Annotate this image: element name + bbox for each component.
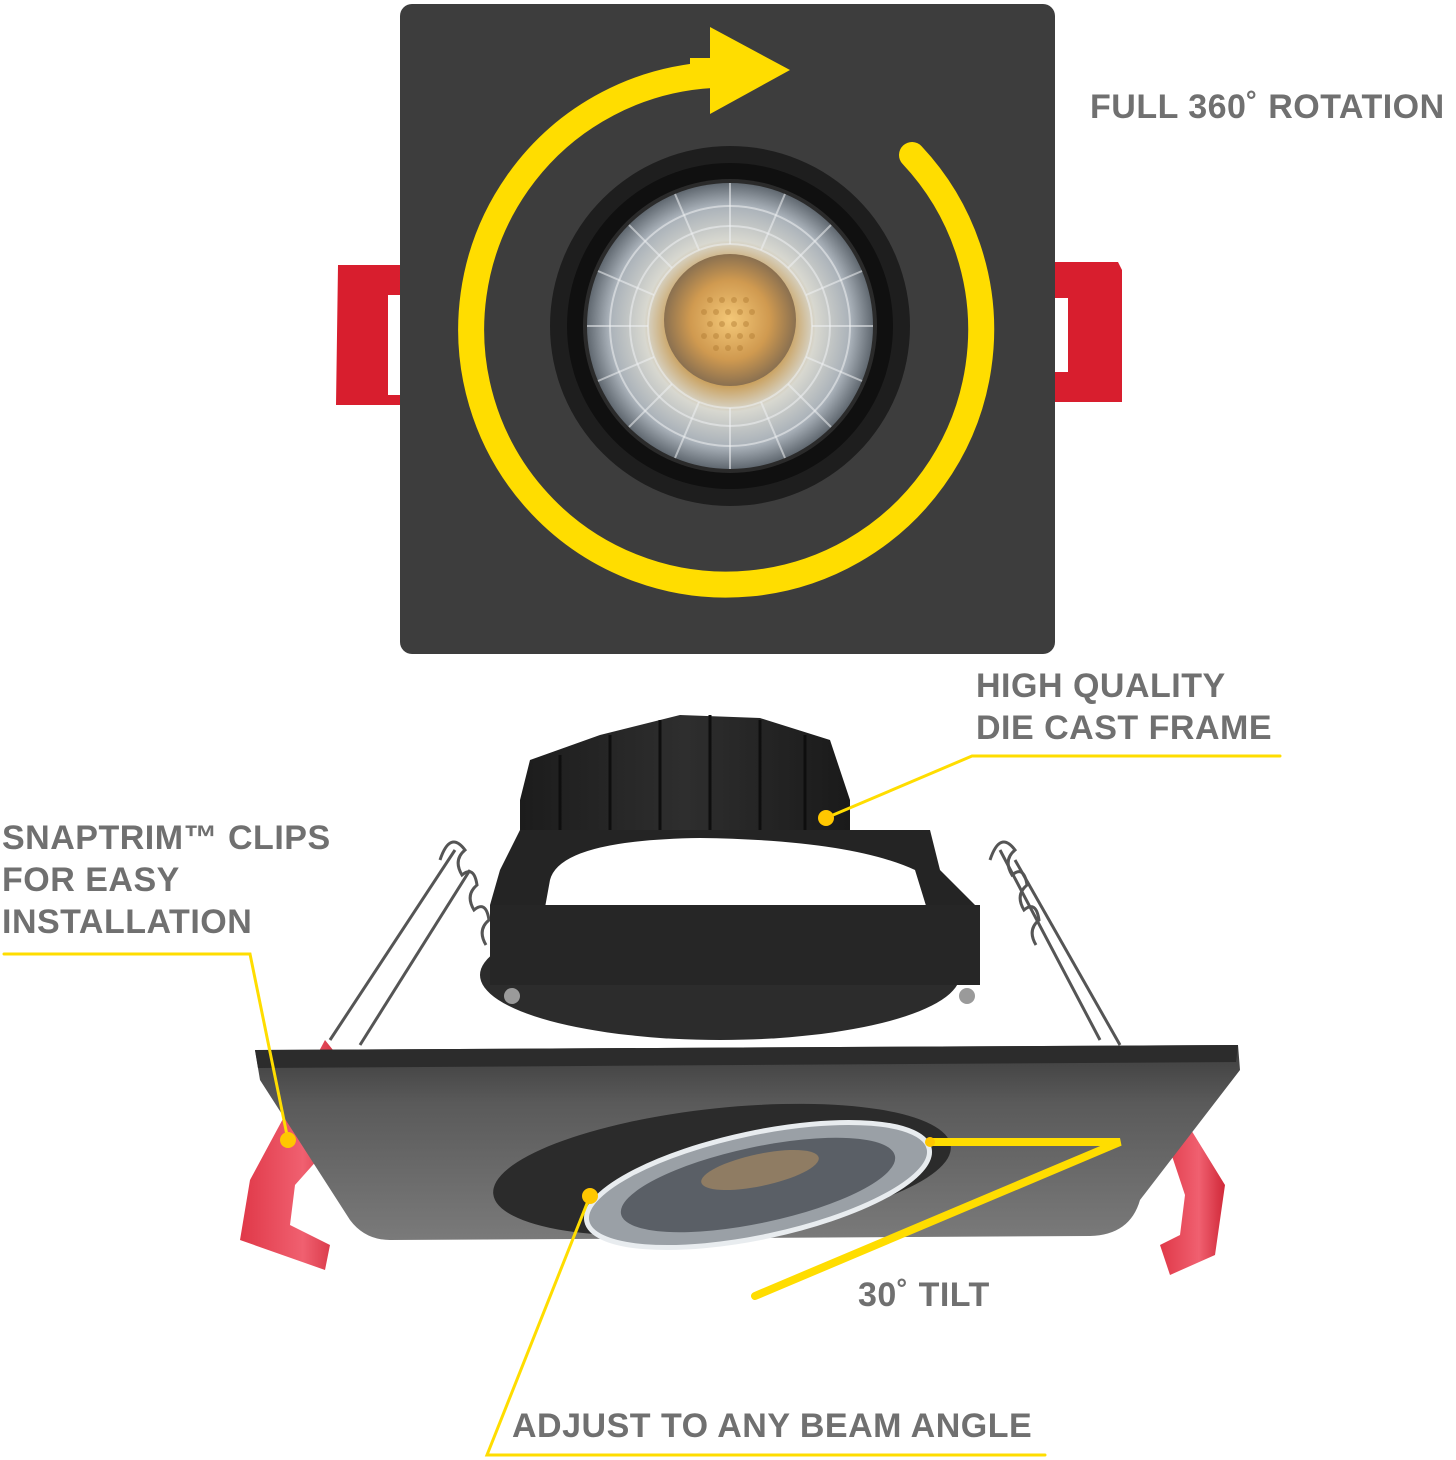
callout-dot-clips — [280, 1132, 296, 1148]
label-line: INSTALLATION — [2, 903, 253, 941]
callout-dots — [280, 810, 935, 1204]
callout-dot-beam — [582, 1188, 598, 1204]
label-tilt: 30˚ TILT — [858, 1274, 990, 1316]
label-die-cast-frame: HIGH QUALITY DIE CAST FRAME — [976, 665, 1272, 749]
label-text: 30˚ TILT — [858, 1276, 990, 1314]
label-line: DIE CAST FRAME — [976, 709, 1272, 747]
mounting-springs — [328, 840, 1122, 1046]
left-clip — [336, 265, 405, 405]
angled-view-fixture — [240, 715, 1240, 1275]
led-chip — [664, 254, 796, 386]
label-text: ADJUST TO ANY BEAM ANGLE — [512, 1407, 1033, 1445]
rotation-arrow-icon — [458, 27, 995, 598]
heatsink — [520, 715, 850, 830]
top-view-fixture — [336, 4, 1122, 654]
callout-dot-tilt — [925, 1137, 935, 1147]
label-line: SNAPTRIM™ CLIPS — [2, 819, 331, 857]
label-text: FULL 360˚ ROTATION — [1090, 88, 1445, 126]
label-line: HIGH QUALITY — [976, 667, 1226, 705]
callout-line-tilt — [751, 1138, 1122, 1300]
callout-line-clips — [2, 952, 290, 1142]
right-snaptrim-clip — [1160, 1120, 1225, 1275]
label-full-rotation: FULL 360˚ ROTATION — [1090, 86, 1445, 128]
label-snaptrim-clips: SNAPTRIM™ CLIPS FOR EASY INSTALLATION — [2, 817, 331, 943]
label-beam-angle: ADJUST TO ANY BEAM ANGLE — [512, 1405, 1032, 1447]
callout-dot-frame — [818, 810, 834, 826]
right-clip — [1050, 262, 1122, 402]
callout-lines — [2, 754, 1282, 1457]
label-line: FOR EASY — [2, 861, 180, 899]
callout-line-beam — [484, 1194, 1047, 1457]
callout-line-frame — [824, 754, 1282, 820]
